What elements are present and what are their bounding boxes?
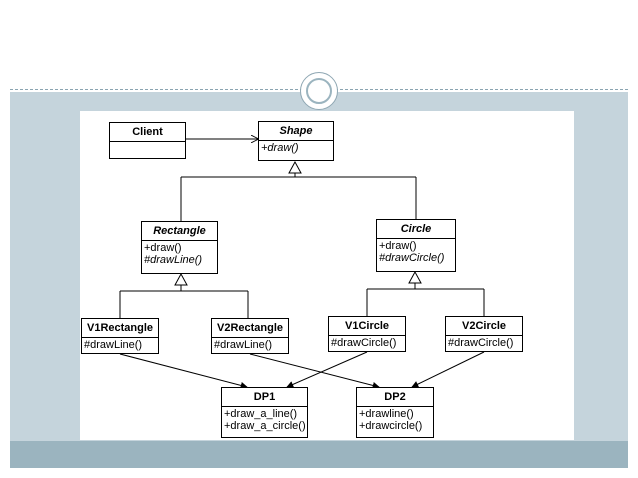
- uml-diagram: Client Shape +draw() Rectangle +draw() #…: [80, 111, 574, 440]
- class-shape-operations: +draw(): [259, 141, 333, 155]
- class-dp2-name: DP2: [357, 388, 433, 407]
- operation: #drawCircle(): [379, 252, 445, 264]
- footer-band: [10, 441, 628, 468]
- operation: #drawCircle(): [331, 337, 397, 349]
- class-v2circle: V2Circle #drawCircle(): [445, 316, 523, 352]
- class-dp1-name: DP1: [222, 388, 307, 407]
- circle-ornament-icon: [300, 72, 338, 110]
- class-v1rectangle-name: V1Rectangle: [82, 319, 158, 338]
- operation: #drawLine(): [144, 254, 203, 266]
- operation: +draw(): [379, 240, 417, 252]
- class-rectangle-operations: +draw() #drawLine(): [142, 241, 217, 267]
- class-v2rectangle-name: V2Rectangle: [212, 319, 288, 338]
- class-circle-operations: +draw() #drawCircle(): [377, 239, 455, 265]
- operation: +drawline(): [359, 408, 414, 420]
- operation: #drawLine(): [84, 339, 143, 351]
- class-shape: Shape +draw(): [258, 121, 334, 161]
- class-dp2-operations: +drawline() +drawcircle(): [357, 407, 433, 433]
- operation: +draw_a_line(): [224, 408, 298, 420]
- class-client: Client: [109, 122, 186, 159]
- rectangle-generalization: [119, 272, 249, 318]
- class-circle: Circle +draw() #drawCircle(): [376, 219, 456, 272]
- class-rectangle-name: Rectangle: [142, 222, 217, 241]
- class-v2circle-name: V2Circle: [446, 317, 522, 336]
- operation: +draw(): [261, 142, 299, 154]
- class-dp2: DP2 +drawline() +drawcircle(): [356, 387, 434, 438]
- operation: +drawcircle(): [359, 420, 423, 432]
- class-v1circle-name: V1Circle: [329, 317, 405, 336]
- class-dp1-operations: +draw_a_line() +draw_a_circle(): [222, 407, 307, 433]
- class-v1circle: V1Circle #drawCircle(): [328, 316, 406, 352]
- circle-generalization: [366, 270, 485, 316]
- operation: +draw_a_circle(): [224, 420, 306, 432]
- class-v2circle-operations: #drawCircle(): [446, 336, 522, 350]
- class-v2rectangle: V2Rectangle #drawLine(): [211, 318, 289, 354]
- class-rectangle: Rectangle +draw() #drawLine(): [141, 221, 218, 274]
- class-shape-name: Shape: [259, 122, 333, 141]
- class-circle-name: Circle: [377, 220, 455, 239]
- class-dp1: DP1 +draw_a_line() +draw_a_circle(): [221, 387, 308, 438]
- class-v2rectangle-operations: #drawLine(): [212, 338, 288, 352]
- class-client-name: Client: [110, 123, 185, 142]
- operation: #drawCircle(): [448, 337, 514, 349]
- implementation-associations: [119, 351, 485, 389]
- operation: +draw(): [144, 242, 182, 254]
- shape-generalization: [180, 160, 417, 221]
- class-v1circle-operations: #drawCircle(): [329, 336, 405, 350]
- diagram-connectors: [119, 111, 485, 389]
- operation: #drawLine(): [214, 339, 273, 351]
- class-v1rectangle-operations: #drawLine(): [82, 338, 158, 352]
- class-v1rectangle: V1Rectangle #drawLine(): [81, 318, 159, 354]
